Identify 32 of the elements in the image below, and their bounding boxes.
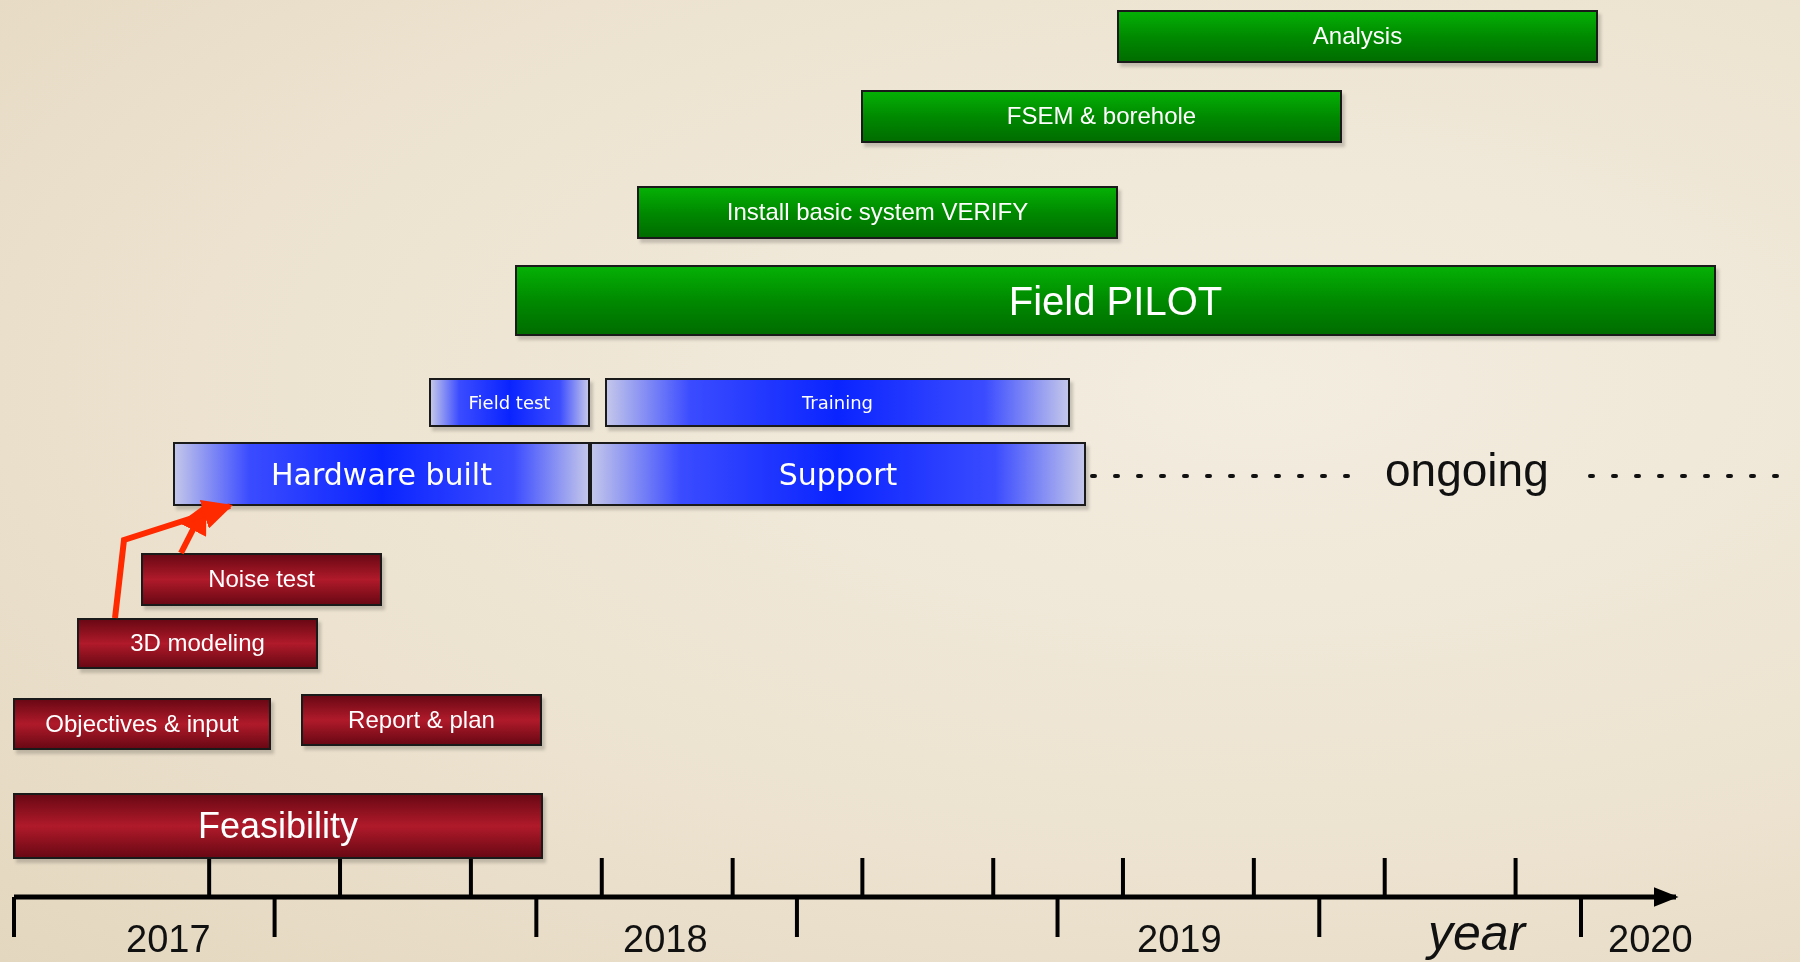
- task-bar: [1117, 10, 1598, 63]
- task-label: Noise test: [208, 566, 315, 593]
- task-bar: [301, 694, 542, 746]
- task-label: Field test: [468, 392, 551, 413]
- task-label: Hardware built: [271, 457, 492, 491]
- task-label: Support: [778, 457, 898, 491]
- task-label: Objectives & input: [45, 710, 239, 738]
- task-label: Feasibility: [197, 806, 359, 846]
- task-bar: [77, 618, 318, 669]
- task-label: 3D modeling: [130, 630, 265, 657]
- task-label: Install basic system VERIFY: [726, 199, 1029, 226]
- year-label: 2017: [126, 920, 211, 958]
- task-bar: [429, 378, 590, 427]
- task-label: FSEM & borehole: [1006, 103, 1197, 130]
- task-bar: [861, 90, 1342, 143]
- arrow: [178, 503, 208, 555]
- task-bar: [141, 553, 382, 606]
- year-label: 2019: [1137, 920, 1222, 958]
- year-label: 2018: [623, 920, 708, 958]
- task-label: Training: [802, 392, 873, 413]
- task-label: Report & plan: [348, 706, 495, 734]
- task-bar: [173, 442, 590, 506]
- task-bar: [13, 698, 271, 750]
- year-label: 2020: [1608, 920, 1693, 958]
- task-bar: [590, 442, 1086, 506]
- task-bar: [13, 793, 543, 859]
- task-bar: [515, 265, 1716, 336]
- arrow: [112, 499, 233, 619]
- task-label: Analysis: [1312, 23, 1403, 50]
- task-bar: [605, 378, 1070, 427]
- task-bar: [637, 186, 1118, 239]
- task-label: Field PILOT: [1008, 278, 1223, 323]
